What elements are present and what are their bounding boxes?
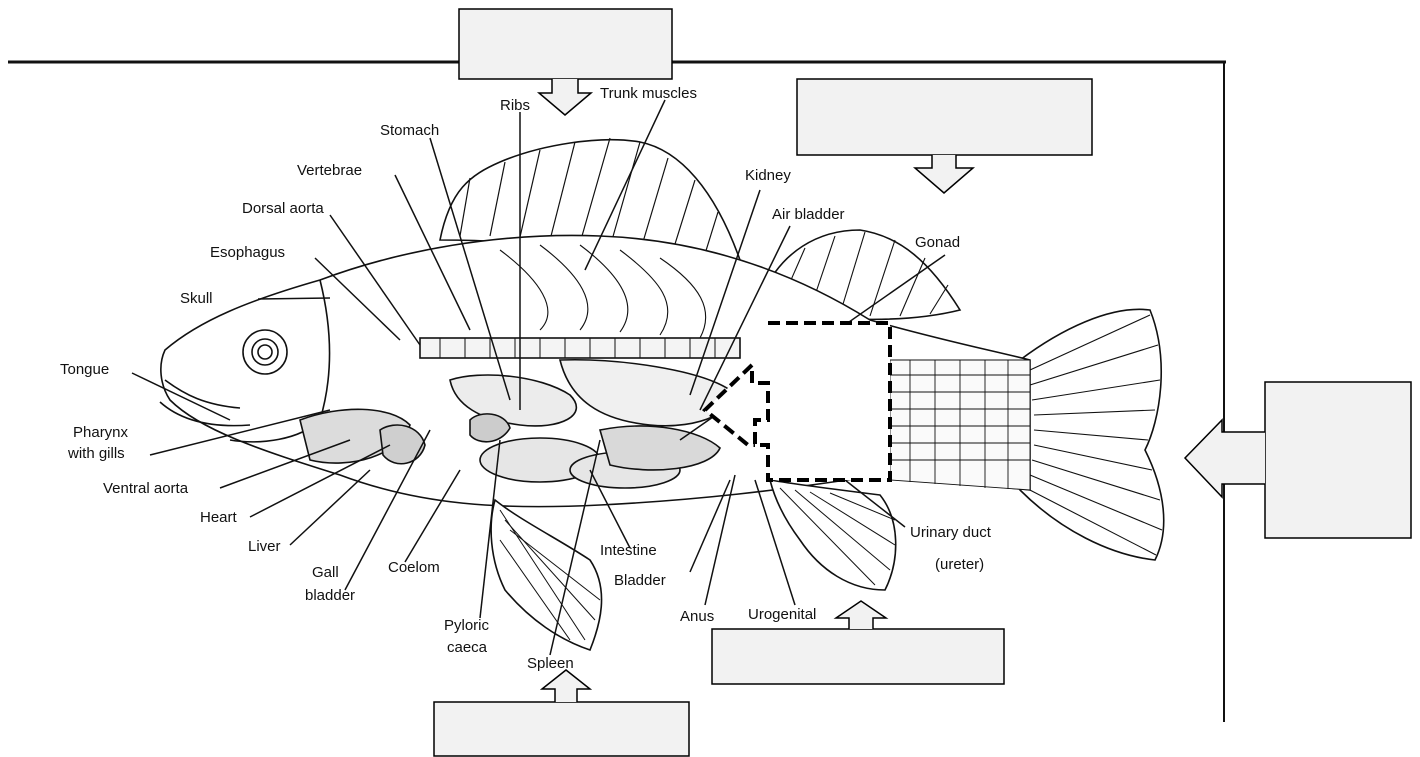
label-gonad: Gonad (915, 234, 960, 251)
label-ribs: Ribs (500, 97, 530, 114)
label-tongue: Tongue (60, 361, 109, 378)
vertebral-column (420, 338, 740, 358)
label-pyloric-line1: Pyloric (444, 617, 490, 634)
eye (243, 330, 287, 374)
label-liver: Liver (248, 538, 281, 555)
label-stomach: Stomach (380, 122, 439, 139)
label-spleen: Spleen (527, 655, 574, 672)
label-bladder: Bladder (614, 572, 666, 589)
label-urinary-line1: Urinary duct (910, 524, 992, 541)
label-ventral-aorta: Ventral aorta (103, 480, 189, 497)
label-coelom: Coelom (388, 559, 440, 576)
label-pharynx-line1: Pharynx (73, 424, 129, 441)
label-urinary-line2: (ureter) (935, 556, 984, 573)
label-kidney: Kidney (745, 167, 791, 184)
label-pharynx-line2: with gills (67, 445, 125, 462)
label-heart: Heart (200, 509, 238, 526)
label-skull: Skull (180, 290, 213, 307)
label-air-bladder: Air bladder (772, 206, 845, 223)
label-trunk-muscles: Trunk muscles (600, 85, 697, 102)
label-vertebrae: Vertebrae (297, 162, 362, 179)
label-anus: Anus (680, 608, 714, 625)
label-intestine: Intestine (600, 542, 657, 559)
label-gall-line1: Gall (312, 564, 339, 581)
scales (890, 360, 1030, 490)
label-pyloric-line2: caeca (447, 639, 488, 656)
label-dorsal-aorta: Dorsal aorta (242, 200, 324, 217)
label-gall-line2: bladder (305, 587, 355, 604)
label-esophagus: Esophagus (210, 244, 285, 261)
label-urogenital: Urogenital (748, 606, 816, 623)
